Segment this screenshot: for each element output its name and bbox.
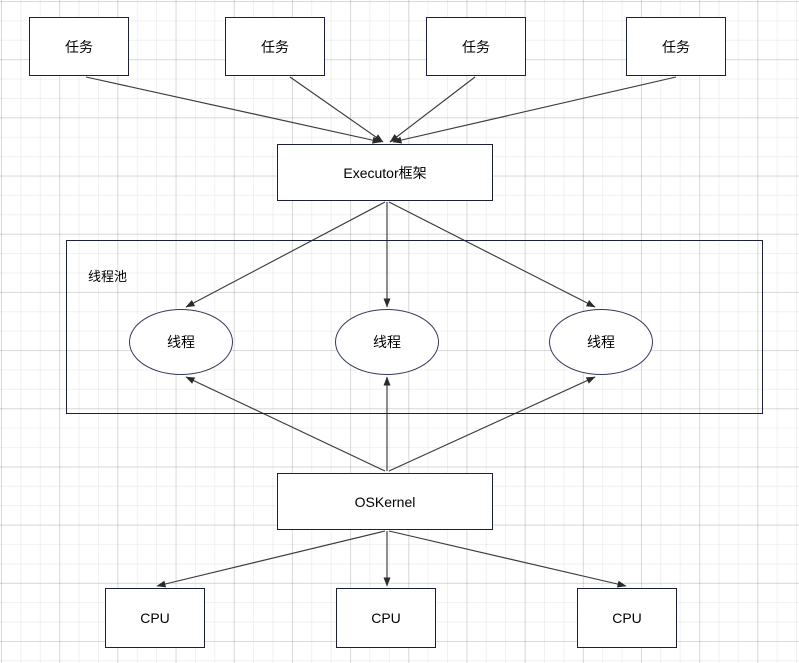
os-kernel-box[interactable]: OSKernel	[277, 473, 493, 530]
task4-to-executor	[392, 76, 677, 144]
task-box-3-label: 任务	[462, 38, 490, 55]
os-kernel-label: OSKernel	[354, 493, 416, 510]
thread-pool-label: 线程池	[88, 269, 128, 284]
oskernel-to-cpu3	[388, 530, 627, 588]
task-box-1-label: 任务	[65, 38, 93, 55]
task2-to-executor	[289, 76, 384, 143]
cpu-box-2[interactable]: CPU	[336, 588, 436, 648]
cpu-box-3-label: CPU	[612, 610, 642, 626]
thread-ellipse-2-label: 线程	[373, 334, 401, 350]
thread-ellipse-1-label: 线程	[167, 334, 195, 350]
thread-ellipse-3-label: 线程	[587, 334, 615, 350]
task-box-3[interactable]: 任务	[426, 17, 526, 76]
task-box-4-label: 任务	[662, 38, 690, 55]
task-box-2[interactable]: 任务	[225, 17, 325, 76]
executor-framework-box[interactable]: Executor框架	[277, 144, 493, 201]
task1-to-executor	[85, 76, 382, 144]
cpu-box-1-label: CPU	[140, 610, 170, 626]
thread-ellipse-2[interactable]: 线程	[335, 309, 439, 375]
task-box-2-label: 任务	[261, 38, 289, 55]
cpu-box-3[interactable]: CPU	[577, 588, 677, 648]
thread-pool-container[interactable]	[66, 240, 763, 414]
oskernel-to-cpu1	[156, 530, 386, 588]
task3-to-executor	[389, 76, 476, 143]
thread-ellipse-3[interactable]: 线程	[549, 309, 653, 375]
executor-framework-label: Executor框架	[343, 164, 427, 181]
task-box-1[interactable]: 任务	[29, 17, 129, 76]
cpu-box-2-label: CPU	[371, 610, 401, 626]
cpu-box-1[interactable]: CPU	[105, 588, 205, 648]
thread-ellipse-1[interactable]: 线程	[129, 309, 233, 375]
task-box-4[interactable]: 任务	[626, 17, 726, 76]
